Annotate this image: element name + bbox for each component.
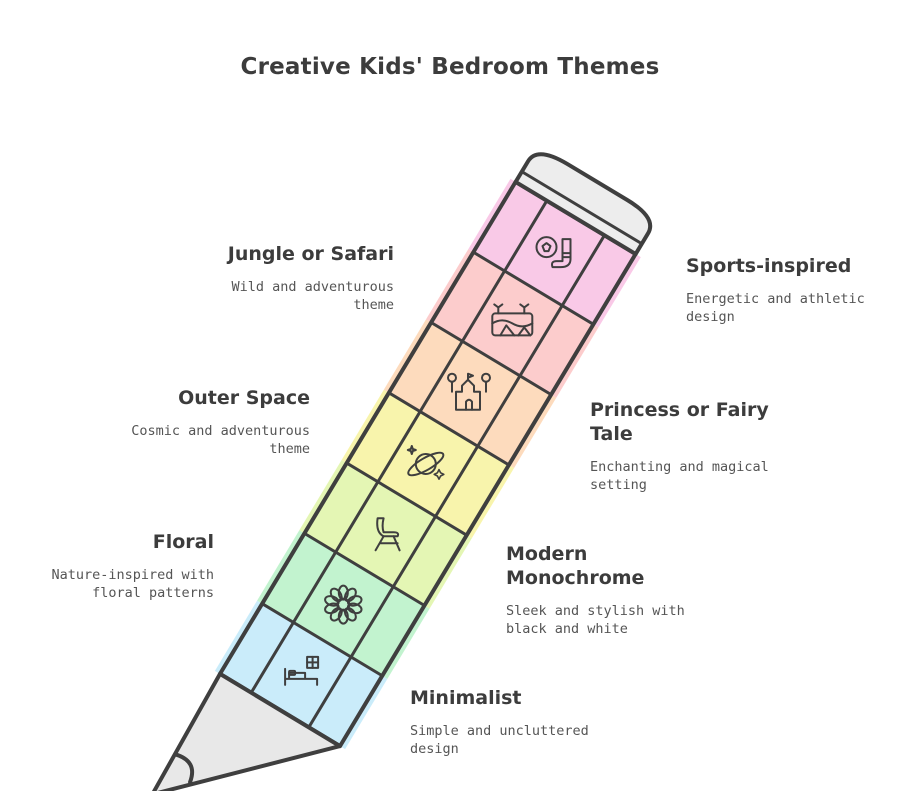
theme-title: Minimalist [410, 687, 522, 709]
castle-icon [447, 372, 491, 411]
theme-title: Floral [152, 531, 214, 553]
flower-icon [324, 584, 363, 625]
segment-chair [299, 460, 472, 609]
theme-description: Enchanting and magical setting [590, 459, 769, 493]
label-floral: Floral Nature-inspired with floral patte… [4, 530, 214, 602]
label-princess-or-fairy-tale: Princess or Fairy Tale Enchanting and ma… [590, 398, 800, 494]
pencil-facet-line [307, 233, 606, 729]
chair-icon [374, 517, 401, 552]
theme-title: Sports-inspired [686, 255, 852, 277]
pencil-body [151, 152, 653, 791]
bed-icon [284, 655, 320, 686]
segment-divider [302, 531, 426, 607]
planet-icon [406, 445, 445, 481]
segment-flower [257, 530, 430, 679]
theme-title: Outer Space [178, 387, 310, 409]
segment-divider [429, 321, 553, 397]
pencil-icons [284, 236, 572, 686]
theme-description: Simple and uncluttered design [410, 723, 589, 757]
theme-description: Wild and adventurous theme [231, 279, 394, 313]
pencil-tip [151, 671, 342, 791]
segment-divider [471, 250, 595, 326]
theme-title: Jungle or Safari [227, 243, 394, 265]
segment-planet [341, 389, 515, 539]
label-sports-inspired: Sports-inspired Energetic and athletic d… [686, 254, 896, 326]
theme-title: Princess or Fairy Tale [590, 399, 769, 445]
theme-description: Sleek and stylish with black and white [506, 603, 685, 637]
label-jungle-or-safari: Jungle or Safari Wild and adventurous th… [184, 242, 394, 314]
segment-castle [383, 319, 557, 468]
label-modern-monochrome: Modern Monochrome Sleek and stylish with… [506, 542, 716, 638]
jungle-icon [491, 303, 534, 337]
segment-divider [387, 391, 511, 467]
pencil-facet-line [249, 199, 549, 695]
theme-description: Energetic and athletic design [686, 291, 865, 325]
label-outer-space: Outer Space Cosmic and adventurous theme [100, 386, 310, 458]
label-minimalist: Minimalist Simple and uncluttered design [410, 686, 620, 758]
theme-description: Cosmic and adventurous theme [131, 423, 310, 457]
segment-divider [260, 602, 384, 678]
theme-title: Modern Monochrome [506, 543, 645, 589]
segment-divider [345, 461, 469, 537]
pencil-graphite [173, 752, 195, 784]
segment-bed [214, 600, 388, 750]
pencil-ferrule-line [521, 170, 643, 246]
soccer-ball-icon [535, 236, 572, 269]
diagram-title: Creative Kids' Bedroom Themes [240, 54, 660, 80]
theme-description: Nature-inspired with floral patterns [51, 567, 214, 601]
